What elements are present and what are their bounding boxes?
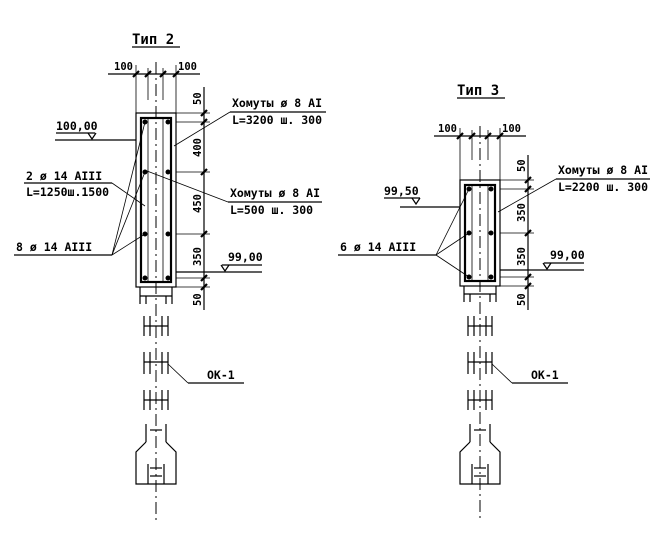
type3-side-dim-3: 350 <box>516 247 528 266</box>
type2-dim-tick <box>200 118 208 126</box>
type3-rebar-dot <box>488 274 494 280</box>
type3-pile-leader <box>491 363 513 384</box>
type2-dim-tick <box>172 70 180 78</box>
type3-dim-tick <box>484 132 492 140</box>
type2-side-dim-2: 400 <box>192 138 204 157</box>
type2-title: Тип 2 <box>132 32 174 48</box>
type2-stirrup <box>139 116 173 284</box>
type2-rebar-dot <box>165 169 171 175</box>
type3-rebar-dot <box>488 230 494 236</box>
type2-dim-tick <box>144 70 152 78</box>
type2-dim-tick <box>132 70 140 78</box>
type3-rebar-dot <box>488 186 494 192</box>
type2-top-dim-right: 100 <box>178 61 197 73</box>
type3-side-dim-4: 50 <box>516 293 528 306</box>
type3-bars: 6 ø 14 АIII <box>340 240 416 254</box>
type3-stirrup <box>463 183 497 283</box>
type2-dim-tick <box>200 109 208 117</box>
type3-dim-tick <box>524 273 532 281</box>
type2-bars-b-leader <box>111 171 146 256</box>
type3-pile <box>459 286 501 485</box>
type3-stirrups-leader <box>497 178 557 213</box>
type3-title: Тип 3 <box>457 83 499 99</box>
type2-stirrups-b-line1: Хомуты ø 8 АI <box>230 186 320 200</box>
type2-dim-tick <box>159 70 167 78</box>
type2-stirrups-a-line1: Хомуты ø 8 АI <box>232 96 322 110</box>
type3-dim-tick <box>524 176 532 184</box>
type2-side-dim-4: 350 <box>192 247 204 266</box>
type2-top-dim-left: 100 <box>114 61 133 73</box>
type2-stirrups-b-line2: L=500 ш. 300 <box>230 203 313 217</box>
type2-rebar-dot <box>142 275 148 281</box>
type2-rebar-dot <box>165 119 171 125</box>
type3-stirrups-line1: Хомуты ø 8 АI <box>558 163 648 177</box>
type3-level-top: 99,50 <box>384 184 419 198</box>
type2-pile-label: ОК-1 <box>207 368 235 382</box>
type2-level-top: 100,00 <box>56 119 98 133</box>
type3-dim-tick <box>524 229 532 237</box>
type2-side-dim-5: 50 <box>192 293 204 306</box>
type3-dim-tick <box>468 132 476 140</box>
type3-top-dim-left: 100 <box>438 123 457 135</box>
type3-dim-tick <box>496 132 504 140</box>
type2-dim-tick <box>200 274 208 282</box>
type2-stirrups-b-leader <box>146 170 229 203</box>
type2-level-bottom-marker <box>220 264 230 273</box>
type2-dim-tick <box>200 168 208 176</box>
type3-pile-footing <box>459 441 501 485</box>
type2-rebar-dot <box>165 275 171 281</box>
type3-level-bottom: 99,00 <box>550 248 585 262</box>
type2-bars-a-line2: L=1250ш.1500 <box>26 185 109 199</box>
type2-side-dim-1: 50 <box>192 92 204 105</box>
type2-dim-tick <box>200 283 208 291</box>
type3-side-dim-1: 50 <box>516 159 528 172</box>
type3-section: Тип 3 100 100 <box>338 83 650 520</box>
type3-side-dim-2: 350 <box>516 203 528 222</box>
type2-dim-tick <box>200 230 208 238</box>
type2-bars-a-leader <box>111 182 146 207</box>
type2-pile-footing <box>135 441 177 485</box>
type2-rebar-dot <box>165 231 171 237</box>
type2-bars-a-line1: 2 ø 14 АIII <box>26 169 102 183</box>
type3-level-bottom-marker <box>542 262 552 271</box>
type3-bars-leader <box>435 188 470 256</box>
type3-dim-tick <box>524 185 532 193</box>
type2-stirrups-a-line2: L=3200 ш. 300 <box>232 113 322 127</box>
type2-side-dim-3: 450 <box>192 194 204 213</box>
type3-dim-tick <box>524 282 532 290</box>
type2-level-bottom: 99,00 <box>228 250 263 264</box>
type2-section: Тип 2 100 100 <box>14 32 326 520</box>
type2-pile-leader <box>167 363 189 384</box>
type3-top-dim-right: 100 <box>502 123 521 135</box>
type2-pile <box>135 287 177 485</box>
type3-bars-leader <box>435 254 470 278</box>
type2-bars-b-leader <box>111 121 146 256</box>
type3-pile-label: ОК-1 <box>531 368 559 382</box>
type2-stirrups-a-leader <box>173 111 231 147</box>
type3-level-top-marker <box>411 197 421 206</box>
type2-bars-b: 8 ø 14 АIII <box>16 240 92 254</box>
type2-level-top-marker <box>87 132 97 141</box>
type3-bars-leader <box>435 232 470 256</box>
type3-stirrups-line2: L=2200 ш. 300 <box>558 180 648 194</box>
type3-dim-tick <box>456 132 464 140</box>
type2-bars-b-leader <box>111 233 146 256</box>
